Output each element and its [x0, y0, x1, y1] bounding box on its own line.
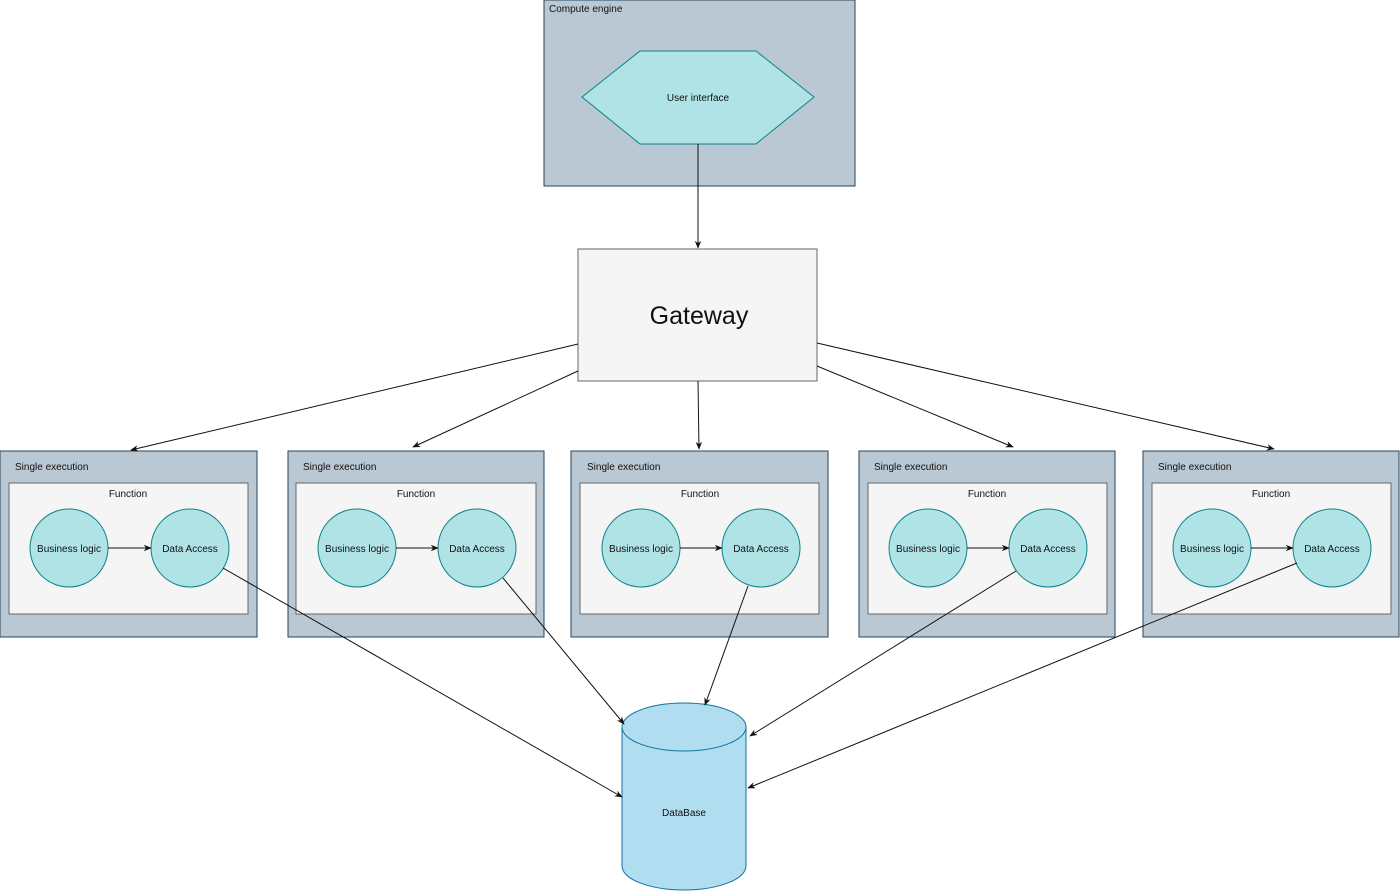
single-execution-label: Single execution [15, 462, 88, 473]
data-access-1-to-database-edge [222, 567, 623, 798]
data-access-3-to-database-edge [704, 585, 749, 706]
function-label: Function [681, 489, 719, 500]
single-execution-container: Single execution Function Business logic… [570, 450, 829, 638]
user-interface-hexagon [581, 50, 815, 145]
database-label: DataBase [662, 808, 706, 819]
data-access-label: Data Access [1020, 544, 1076, 555]
function-label: Function [397, 489, 435, 500]
user-interface-node: User interface [581, 50, 815, 145]
database-cylinder-top [621, 726, 747, 752]
gateway-node: Gateway [577, 248, 818, 382]
connectors [130, 144, 1298, 798]
single-execution-label: Single execution [874, 462, 947, 473]
single-execution-container: Single execution Function Business logic… [0, 450, 258, 638]
business-logic-label: Business logic [609, 544, 673, 555]
database-cylinder [621, 702, 747, 891]
data-access-label: Data Access [733, 544, 789, 555]
execution-containers: Single execution Function Business logic… [0, 450, 1400, 638]
data-access-label: Data Access [1304, 544, 1360, 555]
function-label: Function [968, 489, 1006, 500]
data-access-label: Data Access [162, 544, 218, 555]
gateway-box [577, 248, 818, 382]
database-node: DataBase [621, 702, 747, 891]
gateway-label: Gateway [650, 302, 749, 330]
business-logic-label: Business logic [1180, 544, 1244, 555]
single-execution-container: Single execution Function Business logic… [858, 450, 1116, 638]
gateway-to-execution-2-edge [412, 370, 579, 448]
gateway-to-execution-3-edge [695, 380, 703, 450]
gateway-to-execution-4-edge [816, 365, 1014, 448]
business-logic-label: Business logic [37, 544, 101, 555]
single-execution-label: Single execution [303, 462, 376, 473]
single-execution-container: Single execution Function Business logic… [1142, 450, 1400, 638]
single-execution-container: Single execution Function Business logic… [287, 450, 545, 638]
gateway-to-execution-1-edge [130, 343, 579, 452]
data-access-label: Data Access [449, 544, 505, 555]
gateway-to-execution-5-edge [816, 342, 1275, 451]
single-execution-label: Single execution [587, 462, 660, 473]
compute-engine-label: Compute engine [549, 4, 623, 15]
business-logic-label: Business logic [896, 544, 960, 555]
function-label: Function [1252, 489, 1290, 500]
business-logic-label: Business logic [325, 544, 389, 555]
data-access-5-to-database-edge [747, 562, 1298, 789]
user-interface-label: User interface [667, 93, 730, 104]
data-access-2-to-database-edge [502, 577, 625, 725]
data-access-4-to-database-edge [749, 570, 1017, 737]
function-label: Function [109, 489, 147, 500]
single-execution-label: Single execution [1158, 462, 1231, 473]
